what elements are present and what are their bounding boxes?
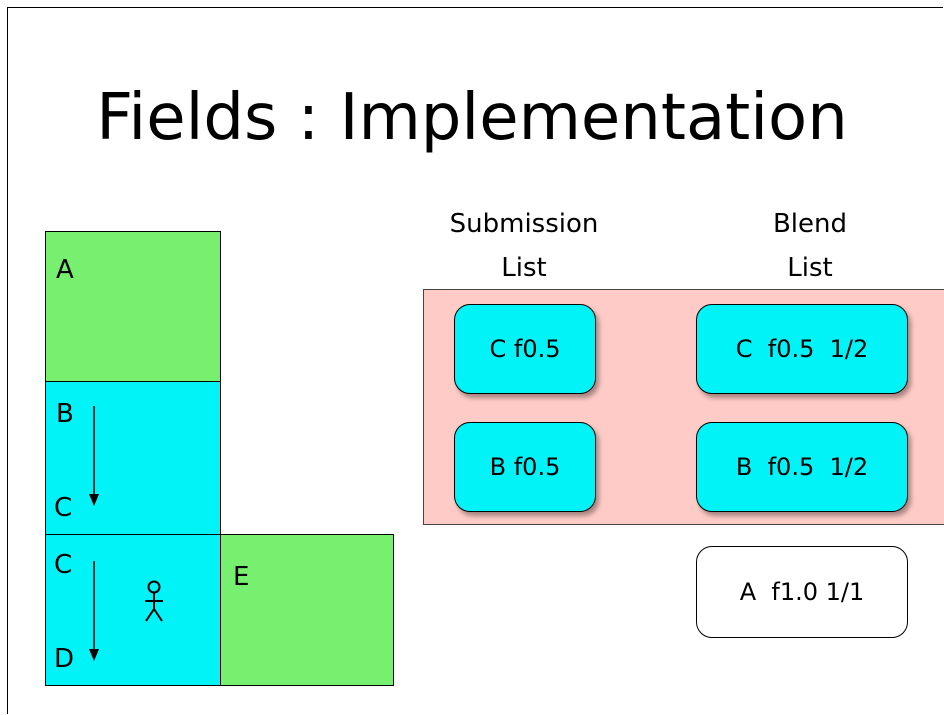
stick-figure-icon xyxy=(145,580,163,622)
slide-frame xyxy=(7,7,943,714)
cell-e-label: E xyxy=(233,562,250,592)
cell-b-bottom-label: C xyxy=(54,493,73,523)
blend-item: C f0.5 1/2 xyxy=(696,304,908,394)
cell-b-label: B xyxy=(56,399,74,429)
submission-header-line2: List xyxy=(501,253,547,283)
submission-item: C f0.5 xyxy=(454,304,596,394)
cell-a: A xyxy=(45,231,221,382)
blend-list-header: Blend List xyxy=(700,202,920,290)
cell-e: E xyxy=(220,534,394,686)
cell-b: B C xyxy=(45,381,221,535)
cell-c-label: C xyxy=(54,550,73,580)
slide-title: Fields : Implementation xyxy=(96,81,848,155)
cell-c-bottom-label: D xyxy=(54,644,75,674)
cell-c: C D xyxy=(45,534,221,686)
blend-item: B f0.5 1/2 xyxy=(696,422,908,512)
blend-item: A f1.0 1/1 xyxy=(696,546,908,638)
down-arrow-icon xyxy=(89,561,99,661)
down-arrow-icon xyxy=(89,406,99,506)
submission-header-line1: Submission xyxy=(449,209,599,239)
cell-a-label: A xyxy=(56,255,74,285)
blend-header-line2: List xyxy=(787,253,833,283)
submission-list-header: Submission List xyxy=(412,202,636,290)
submission-item: B f0.5 xyxy=(454,422,596,512)
blend-header-line1: Blend xyxy=(772,209,848,239)
